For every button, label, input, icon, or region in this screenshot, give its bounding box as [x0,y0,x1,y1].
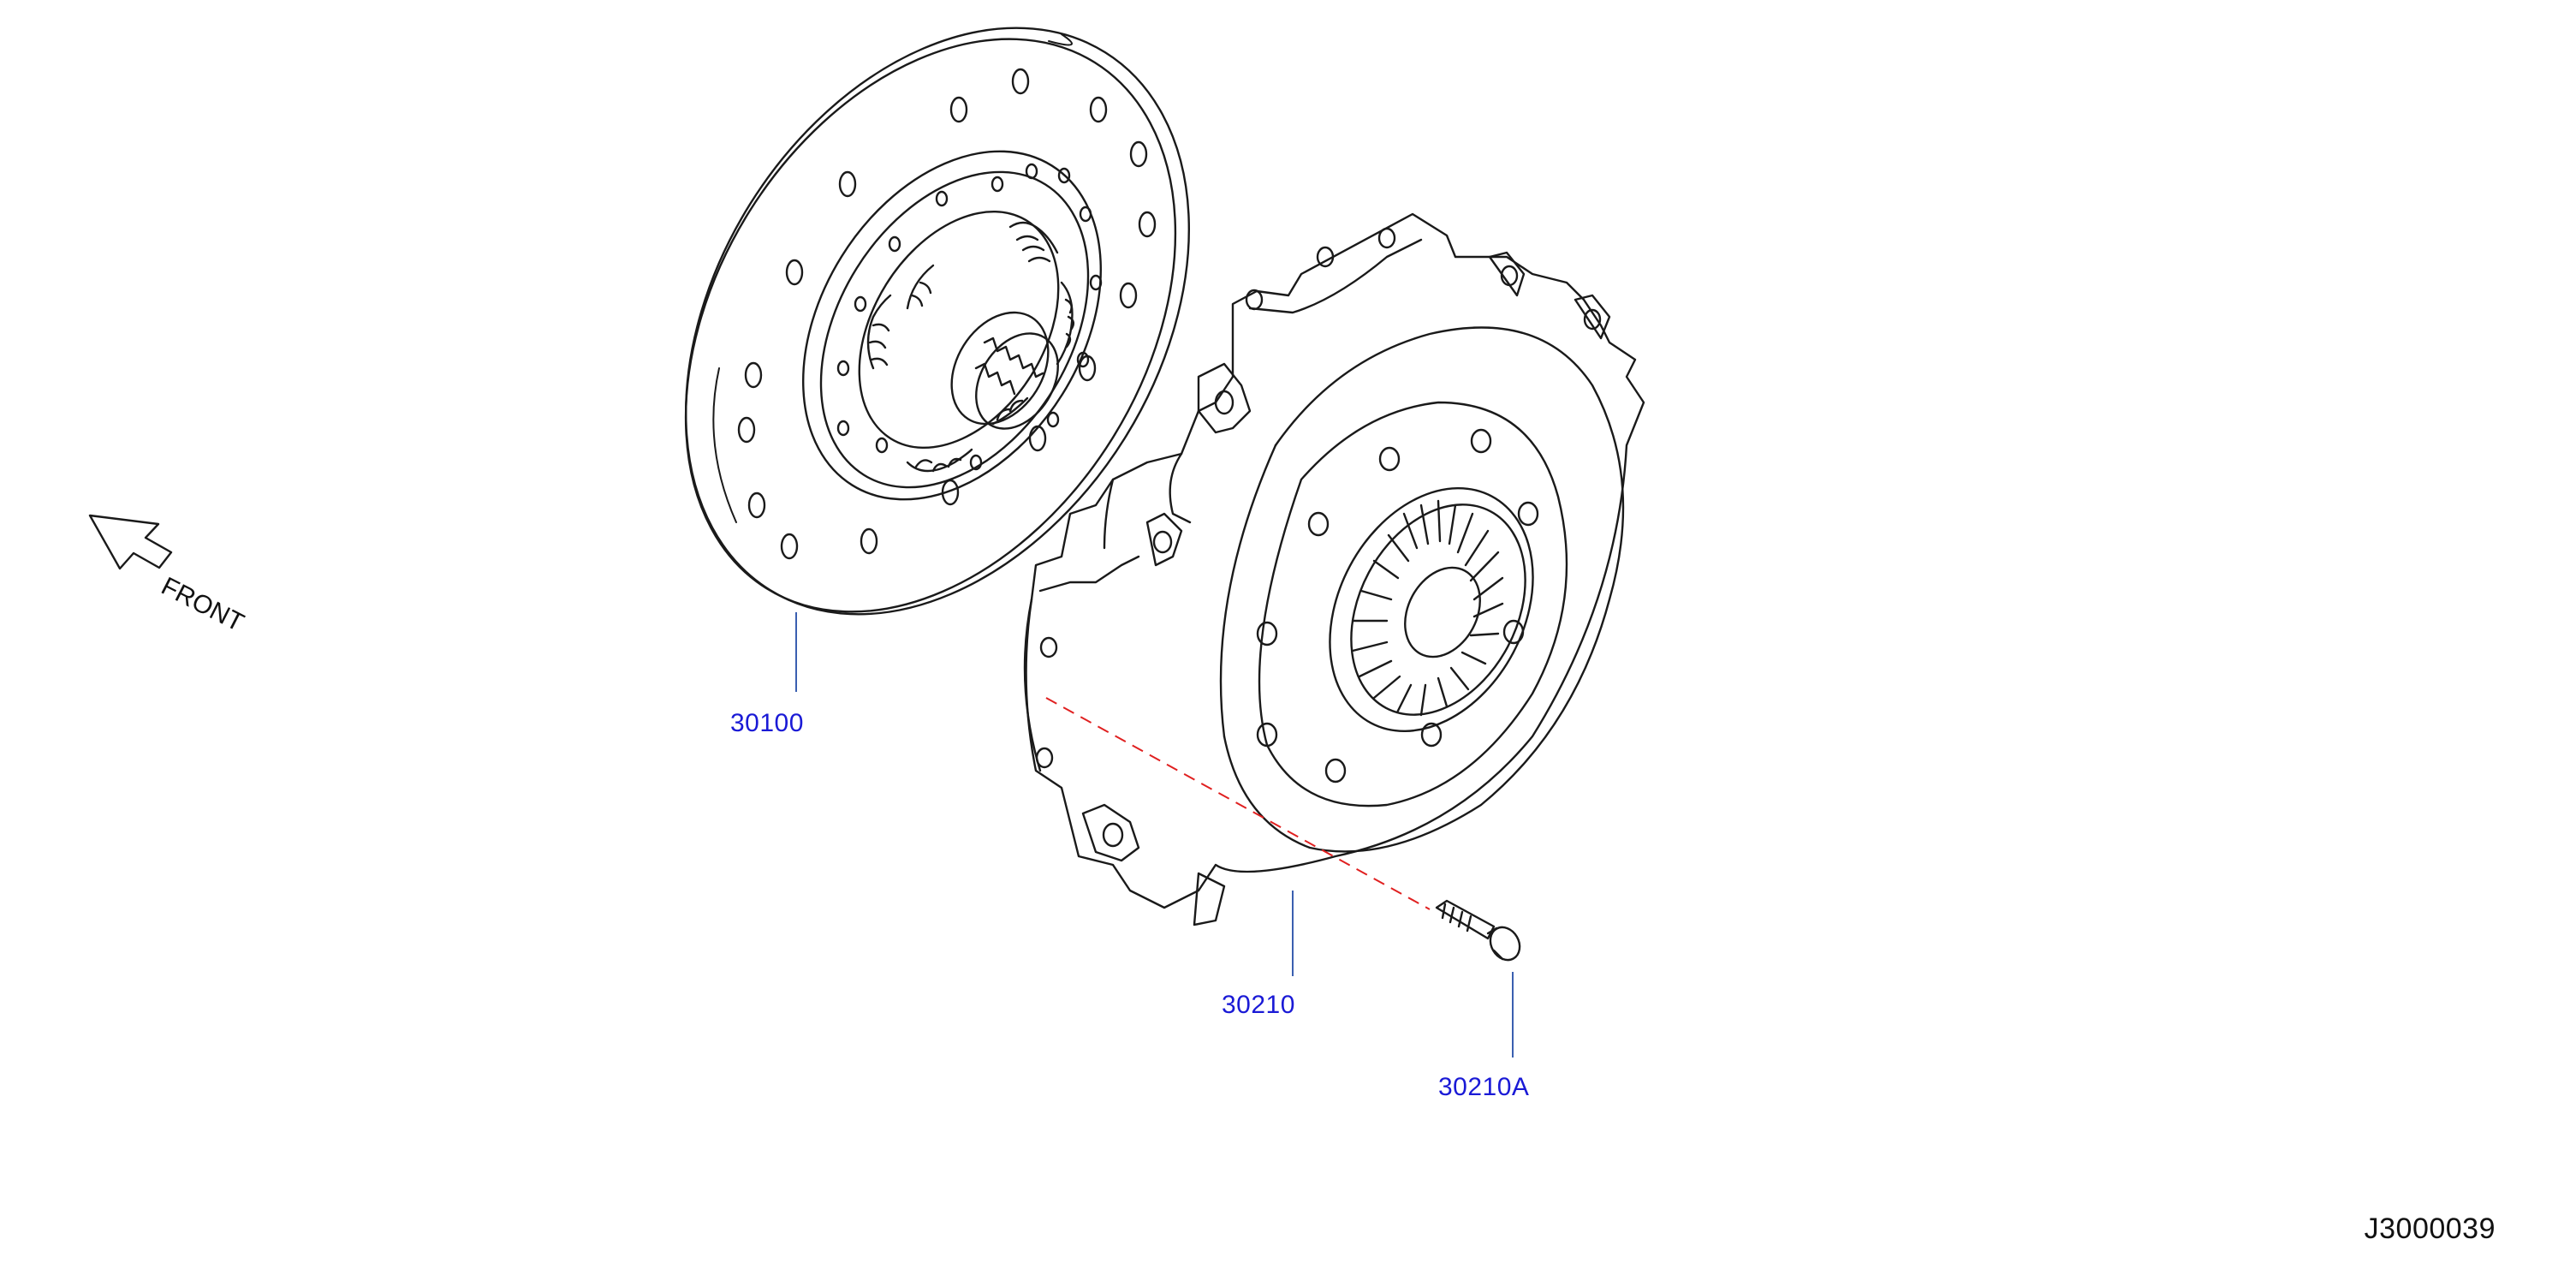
clutch-disc-drawing [684,27,1190,616]
clutch-cover-drawing [1023,212,1645,926]
bolt-drawing [1435,899,1521,962]
callout-30210[interactable]: 30210 [1222,991,1295,1019]
plate-rivets [836,163,1103,471]
callout-30100[interactable]: 30100 [730,709,804,737]
callout-30210a[interactable]: 30210A [1438,1073,1530,1101]
cover-lugs [1081,251,1611,926]
front-arrow-icon [88,514,173,570]
document-id: J3000039 [2364,1212,2496,1245]
disc-hub [950,311,1059,430]
damper-springs [866,221,1075,473]
diaphragm-fingers [1351,499,1504,717]
assembly-guide-line [1045,697,1431,910]
cover-bolt-holes [1035,227,1539,783]
